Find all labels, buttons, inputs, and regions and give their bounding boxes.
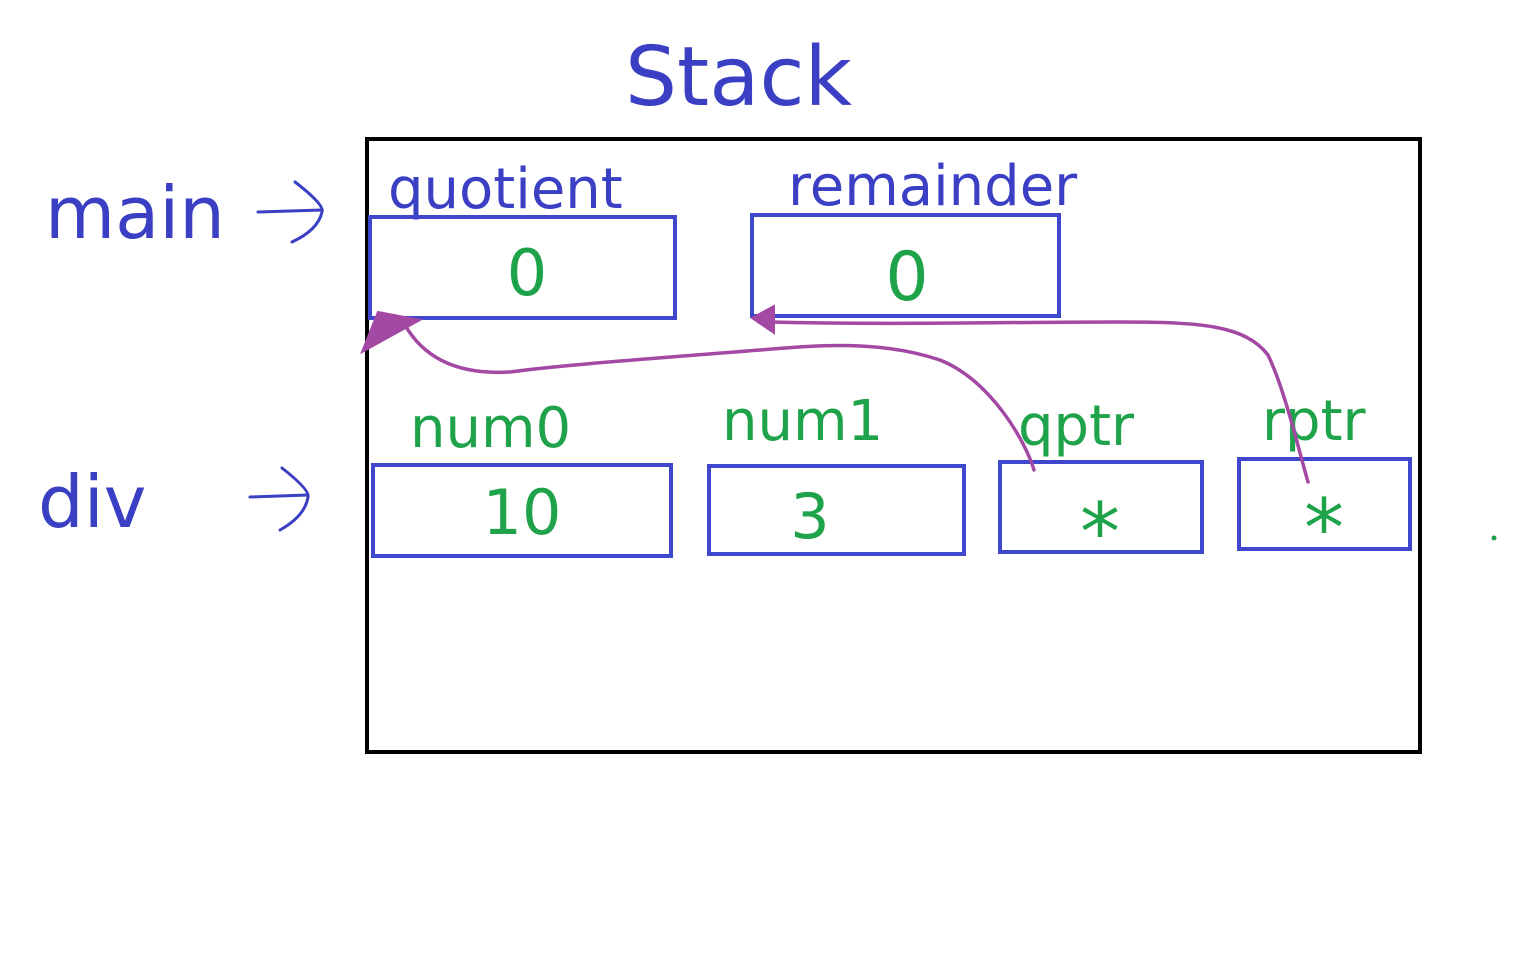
rptr-pointer-arrow: [768, 320, 1310, 484]
stray-dot: [1491, 535, 1497, 541]
var-value-num0: 10: [483, 476, 562, 549]
stack-frame-box: [365, 137, 1422, 754]
var-box-rptr: [1237, 457, 1412, 551]
var-name-remainder: remainder: [788, 154, 1078, 219]
qptr-arrowhead-icon: [360, 310, 423, 355]
var-value-rptr: *: [1304, 482, 1344, 575]
var-box-num0: [371, 463, 673, 558]
var-value-num1: 3: [790, 480, 829, 553]
qptr-pointer-arrow: [403, 323, 1036, 472]
var-name-qptr: qptr: [1018, 394, 1135, 459]
frame-label-main: main: [45, 171, 225, 255]
var-name-num0: num0: [410, 396, 571, 461]
frame-label-div: div: [38, 460, 146, 544]
var-box-num1: [707, 464, 966, 556]
var-box-quotient: [368, 215, 677, 320]
var-value-remainder: 0: [885, 238, 928, 317]
var-value-quotient: 0: [507, 237, 548, 311]
rptr-arrowhead-icon: [750, 304, 775, 335]
diagram-title: Stack: [625, 30, 853, 125]
main-frame-arrow-icon: [256, 180, 324, 244]
var-box-qptr: [998, 460, 1204, 554]
var-name-rptr: rptr: [1262, 389, 1367, 454]
var-box-remainder: [750, 213, 1061, 318]
div-frame-arrow-icon: [248, 466, 310, 532]
var-value-qptr: *: [1080, 486, 1120, 579]
var-name-num1: num1: [722, 389, 883, 454]
var-name-quotient: quotient: [388, 157, 623, 222]
